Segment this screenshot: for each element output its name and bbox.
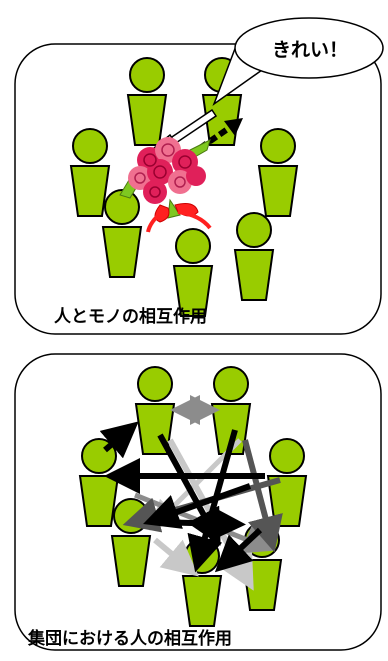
- response-arrow: [188, 118, 243, 158]
- person-icon: [70, 128, 110, 217]
- speech-bubble-text: きれい！: [272, 39, 349, 61]
- panel-2-caption: 集団における人の相互作用: [28, 629, 232, 649]
- interaction-arrows: [99, 395, 283, 591]
- person-icon: [127, 57, 167, 146]
- panel-1-frame: [14, 43, 382, 335]
- panel-1-caption: 人とモノの相互作用: [54, 307, 207, 327]
- person-icon: [102, 189, 142, 278]
- flower-bouquet-icon: [119, 137, 212, 233]
- person-icon: [234, 212, 274, 301]
- person-icon: [242, 522, 282, 611]
- person-icon: [258, 128, 298, 217]
- person-icon: [79, 438, 119, 527]
- person-icon: [111, 498, 151, 587]
- speech-bubble-icon: [212, 17, 384, 107]
